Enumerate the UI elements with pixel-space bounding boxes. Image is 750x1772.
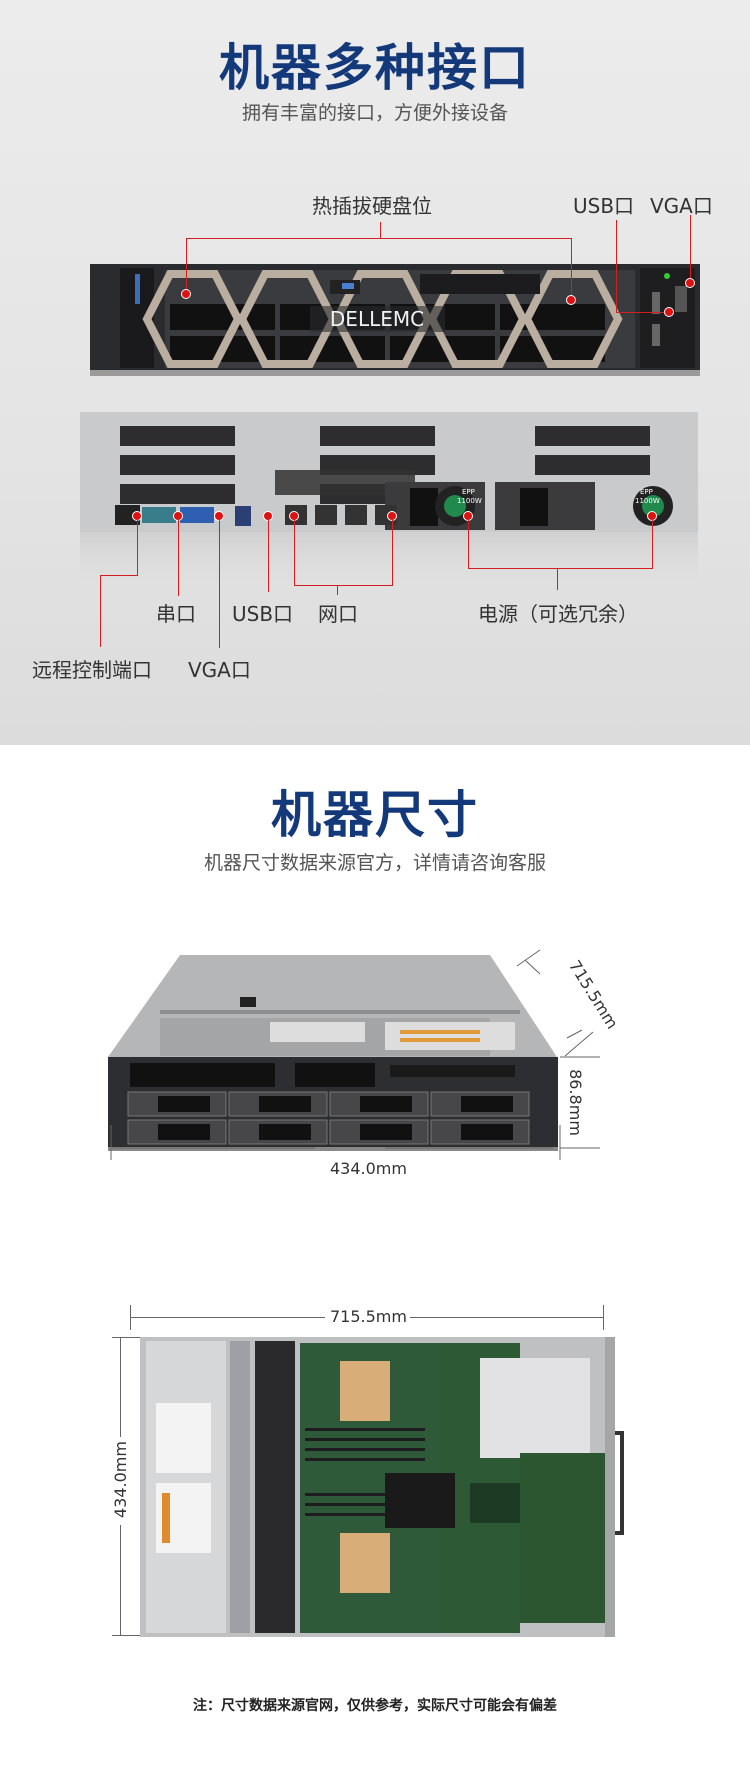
interfaces-section: 机器多种接口 拥有丰富的接口，方便外接设备 热插拔硬盘位 USB口 VGA口 D… (0, 0, 750, 745)
psu-badge-1: EPP (462, 488, 475, 496)
label-power: 电源（可选冗余） (478, 602, 638, 626)
label-serial: 串口 (156, 602, 196, 626)
callout-line-network (294, 585, 393, 586)
callout-line-serial (178, 516, 179, 596)
psu-wattage-1: 1100W (457, 497, 482, 505)
label-network: 网口 (318, 602, 358, 626)
callout-line-rear-usb (268, 516, 269, 592)
server-iso-image (108, 955, 558, 1151)
callout-line-rear-vga (219, 516, 220, 648)
callout-line-remote (100, 575, 101, 647)
server-rear-image (80, 412, 698, 592)
interfaces-title: 机器多种接口 (219, 39, 531, 97)
callout-line-front-vga (690, 215, 691, 283)
front-width-label: 434.0mm (330, 1159, 407, 1178)
callout-line-hot-swap (186, 238, 572, 239)
psu-badge-2: EPP (640, 488, 653, 496)
label-rear-vga: VGA口 (188, 658, 251, 682)
label-remote-mgmt: 远程控制端口 (32, 658, 152, 682)
label-front-vga: VGA口 (650, 194, 713, 218)
psu-wattage-2: 1100W (635, 497, 660, 505)
label-rear-usb: USB口 (232, 602, 294, 626)
dimensions-note: 注：尺寸数据来源官网，仅供参考，实际尺寸可能会有偏差 (193, 1698, 557, 1714)
top-width-label: 434.0mm (110, 1441, 130, 1518)
dell-emc-logo: DELLEMC (330, 307, 424, 331)
server-front-image: DELLEMC (90, 264, 700, 376)
dimension-lines-front (110, 949, 600, 1160)
server-top-view-image (140, 1337, 624, 1637)
dimensions-subtitle: 机器尺寸数据来源官方，详情请咨询客服 (203, 852, 546, 874)
top-depth-label: 715.5mm (330, 1307, 407, 1326)
front-height-label: 86.8mm (565, 1069, 585, 1136)
label-hot-swap-bays: 热插拔硬盘位 (312, 194, 432, 218)
callout-line-front-usb (616, 312, 670, 313)
callout-line-power (468, 568, 653, 569)
dimensions-title: 机器尺寸 (271, 786, 479, 844)
interfaces-subtitle: 拥有丰富的接口，方便外接设备 (241, 102, 508, 124)
label-front-usb: USB口 (573, 194, 635, 218)
